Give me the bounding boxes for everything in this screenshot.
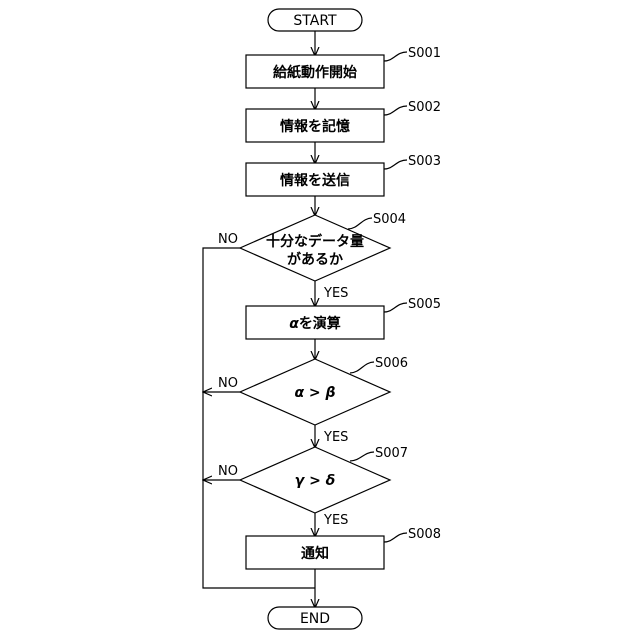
s006-id: S006 [375, 356, 408, 371]
s002-text: 情報を記憶 [280, 118, 350, 135]
start-label: START [293, 13, 337, 29]
s001-text: 給紙動作開始 [273, 64, 357, 81]
s004-text-line1: 十分なデータ量 [266, 233, 364, 250]
s006-yes-label: YES [323, 430, 348, 445]
s004-yes-label: YES [323, 286, 348, 301]
s006-no-label: NO [218, 376, 238, 391]
s003-text: 情報を送信 [280, 172, 350, 189]
s007-yes-label: YES [323, 513, 348, 528]
s006-leader [350, 362, 374, 373]
s004-text-line2: があるか [287, 251, 343, 268]
s005-symbol: α [289, 316, 299, 332]
s008-text: 通知 [301, 545, 329, 562]
s003-leader [384, 160, 407, 169]
s008-leader [384, 533, 407, 542]
s004-leader [348, 218, 372, 229]
s005-text: αを演算 [289, 315, 341, 332]
s004-no-label: NO [218, 232, 238, 247]
s008-id: S008 [408, 527, 441, 542]
s004-id: S004 [373, 212, 406, 227]
s007-leader [350, 452, 374, 461]
end-label: END [300, 611, 330, 627]
s006-text: α > β [294, 385, 335, 401]
s001-id: S001 [408, 46, 441, 61]
s003-id: S003 [408, 154, 441, 169]
s005-leader [384, 303, 407, 312]
s001-leader [384, 52, 407, 61]
s007-no-label: NO [218, 464, 238, 479]
s005-rest: を演算 [299, 315, 341, 332]
s007-text: γ > δ [295, 473, 336, 489]
s005-id: S005 [408, 297, 441, 312]
s002-id: S002 [408, 100, 441, 115]
s002-leader [384, 106, 407, 115]
s007-id: S007 [375, 446, 408, 461]
